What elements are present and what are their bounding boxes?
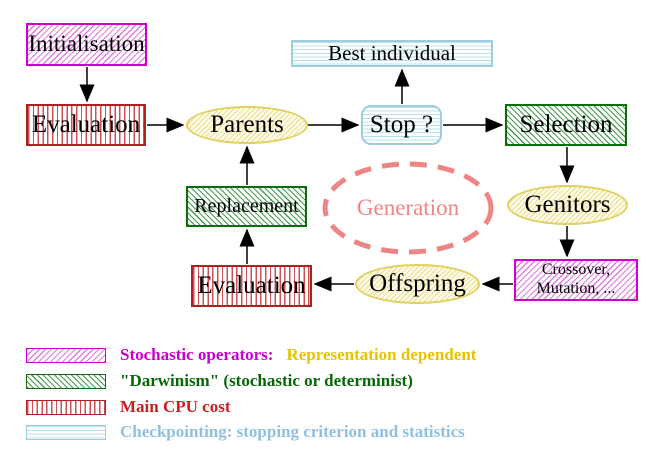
node-stop: Stop ? [361,105,442,145]
legend-label-representation: Representation dependent [286,345,477,364]
legend-label-cpu-cost: Main CPU cost [120,397,231,416]
node-genitors: Genitors [507,185,628,225]
legend-label-stochastic: Stochastic operators: [120,345,274,364]
green-hatch-swatch [26,373,106,389]
node-initialisation: Initialisation [26,23,147,66]
node-replacement: Replacement [186,186,307,227]
legend-item-stochastic-operators: Stochastic operators: Representation dep… [26,345,477,364]
legend-item-checkpointing: Checkpointing: stopping criterion and st… [26,422,465,441]
node-evaluation-top: Evaluation [26,104,146,146]
crossover-label-line2: Mutation, ... [536,280,616,297]
node-best-individual: Best individual [291,40,493,67]
node-parents: Parents [186,106,308,144]
cyan-stripe-swatch [26,424,106,440]
legend-item-darwinism: "Darwinism" (stochastic or determinist) [26,371,413,390]
legend-item-cpu-cost: Main CPU cost [26,397,231,416]
node-selection: Selection [505,104,627,146]
crossover-label-line1: Crossover, [541,261,611,279]
node-crossover-mutation: Crossover, Mutation, ... [514,259,638,301]
node-offspring: Offspring [355,264,480,304]
magenta-hatch-swatch [26,347,106,363]
node-evaluation-bottom: Evaluation [191,265,312,307]
generation-label: Generation [356,195,460,220]
legend-label-darwinism: "Darwinism" (stochastic or determinist) [120,371,413,390]
legend-label-checkpointing: Checkpointing: stopping criterion and st… [120,422,465,441]
red-stripe-swatch [26,399,106,415]
